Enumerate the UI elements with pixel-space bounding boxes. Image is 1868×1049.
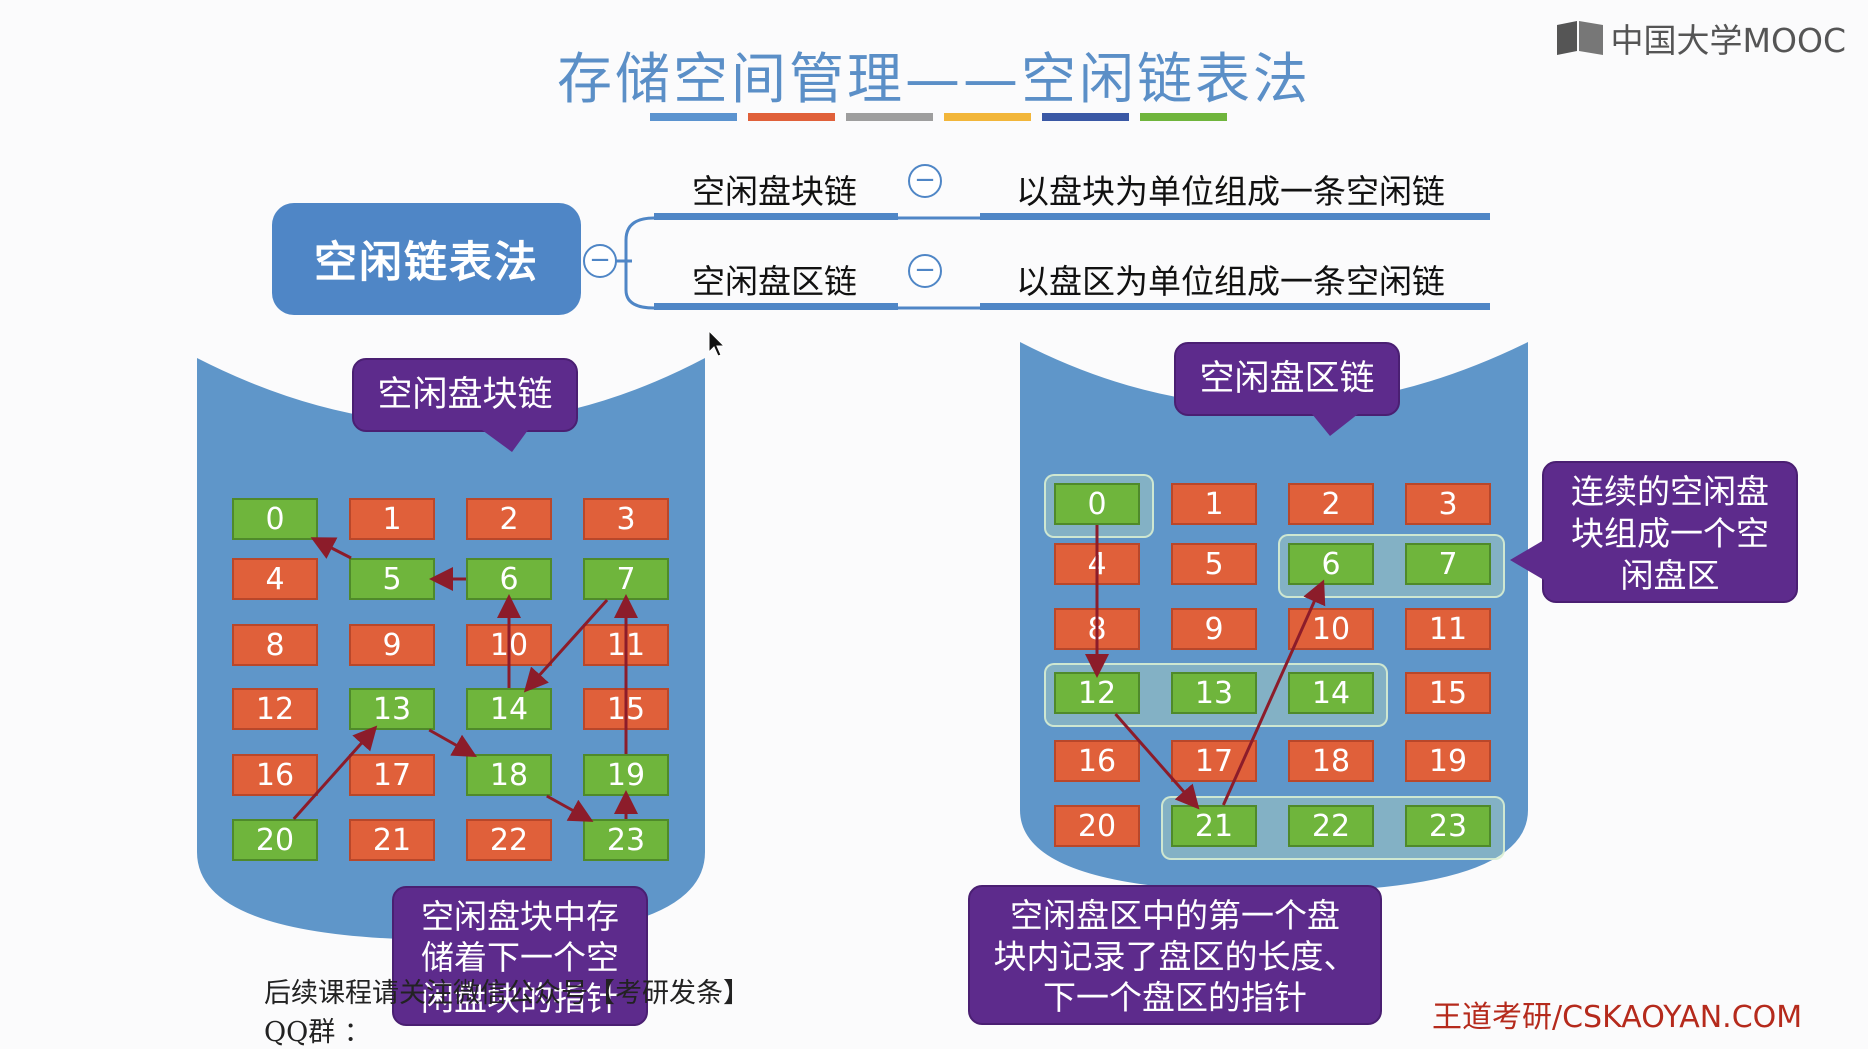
side-note-line: 闲盘区 bbox=[1620, 556, 1720, 595]
used-block-1: 1 bbox=[349, 498, 435, 540]
title-underline-bar bbox=[748, 113, 835, 121]
free-block-0: 0 bbox=[1054, 483, 1140, 525]
branch-label-block-chain[interactable]: 空闲盘块链 bbox=[692, 172, 857, 211]
branch-underline-extent-chain bbox=[654, 303, 898, 310]
used-block-5: 5 bbox=[1171, 543, 1257, 585]
used-block-11: 11 bbox=[1405, 608, 1491, 650]
logo-text: 中国大学MOOC bbox=[1610, 21, 1846, 60]
used-block-15: 15 bbox=[1405, 672, 1491, 714]
used-block-2: 2 bbox=[1288, 483, 1374, 525]
free-block-12: 12 bbox=[1054, 672, 1140, 714]
free-block-13: 13 bbox=[1171, 672, 1257, 714]
collapse-extent-chain-icon[interactable]: − bbox=[908, 254, 942, 288]
used-block-3: 3 bbox=[583, 498, 669, 540]
side-note-line: 块组成一个空 bbox=[1571, 514, 1769, 553]
used-block-19: 19 bbox=[1405, 740, 1491, 782]
free-block-7: 7 bbox=[583, 558, 669, 600]
free-block-6: 6 bbox=[1288, 543, 1374, 585]
used-block-8: 8 bbox=[232, 624, 318, 666]
mindmap-connectors bbox=[615, 216, 980, 310]
collapse-root-icon[interactable]: − bbox=[583, 244, 617, 278]
used-block-17: 17 bbox=[349, 754, 435, 796]
used-block-9: 9 bbox=[1171, 608, 1257, 650]
free-block-13: 13 bbox=[349, 688, 435, 730]
left-disk-note-callout: 空闲盘块中存 储着下一个空 闲盘块的指针 bbox=[392, 886, 648, 1026]
right-disk-heading-callout: 空闲盘区链 bbox=[1174, 342, 1400, 416]
right-note-line: 下一个盘区的指针 bbox=[1043, 978, 1307, 1017]
branch-desc-extent-chain: 以盘区为单位组成一条空闲链 bbox=[1016, 262, 1445, 301]
free-block-6: 6 bbox=[466, 558, 552, 600]
title-underline-bar bbox=[1140, 113, 1227, 121]
used-block-15: 15 bbox=[583, 688, 669, 730]
used-block-12: 12 bbox=[232, 688, 318, 730]
used-block-17: 17 bbox=[1171, 740, 1257, 782]
right-disk-note-callout: 空闲盘区中的第一个盘 块内记录了盘区的长度、 下一个盘区的指针 bbox=[968, 885, 1382, 1025]
used-block-16: 16 bbox=[232, 754, 318, 796]
used-block-22: 22 bbox=[466, 819, 552, 861]
free-block-23: 23 bbox=[583, 819, 669, 861]
collapse-block-chain-icon[interactable]: − bbox=[908, 164, 942, 198]
free-block-23: 23 bbox=[1405, 805, 1491, 847]
used-block-10: 10 bbox=[466, 624, 552, 666]
right-note-line: 空闲盘区中的第一个盘 bbox=[1010, 896, 1340, 935]
right-heading-callout-tail bbox=[1312, 414, 1358, 436]
side-note-callout-tail bbox=[1510, 540, 1544, 580]
free-block-5: 5 bbox=[349, 558, 435, 600]
right-side-note-callout: 连续的空闲盘 块组成一个空 闲盘区 bbox=[1542, 461, 1798, 603]
desc-underline-extent-chain bbox=[980, 303, 1490, 310]
left-note-line: 闲盘块的指针 bbox=[421, 979, 619, 1018]
used-block-4: 4 bbox=[1054, 543, 1140, 585]
free-block-0: 0 bbox=[232, 498, 318, 540]
used-block-9: 9 bbox=[349, 624, 435, 666]
free-block-14: 14 bbox=[466, 688, 552, 730]
branch-label-extent-chain[interactable]: 空闲盘区链 bbox=[692, 262, 857, 301]
footer-line: QQ群 ： bbox=[264, 1017, 371, 1048]
free-block-19: 19 bbox=[583, 754, 669, 796]
used-block-11: 11 bbox=[583, 624, 669, 666]
slide-title: 存储空间管理——空闲链表法 bbox=[556, 47, 1311, 111]
used-block-16: 16 bbox=[1054, 740, 1140, 782]
free-block-22: 22 bbox=[1288, 805, 1374, 847]
used-block-18: 18 bbox=[1288, 740, 1374, 782]
desc-underline-block-chain bbox=[980, 213, 1490, 220]
used-block-1: 1 bbox=[1171, 483, 1257, 525]
used-block-10: 10 bbox=[1288, 608, 1374, 650]
used-block-2: 2 bbox=[466, 498, 552, 540]
used-block-8: 8 bbox=[1054, 608, 1140, 650]
used-block-21: 21 bbox=[349, 819, 435, 861]
title-underline-bar bbox=[944, 113, 1031, 121]
left-heading-callout-tail bbox=[482, 430, 528, 452]
side-note-line: 连续的空闲盘 bbox=[1571, 472, 1769, 511]
left-note-line: 空闲盘块中存 bbox=[421, 897, 619, 936]
right-disk-cylinder bbox=[1020, 342, 1528, 892]
footer-line: 后续课程请关注微信公众号【考研发条】 bbox=[264, 978, 750, 1009]
branch-underline-block-chain bbox=[654, 213, 898, 220]
left-note-line: 储着下一个空 bbox=[421, 938, 619, 977]
footer-wechat-notice: 后续课程请关注微信公众号【考研发条】 QQ群 ： bbox=[264, 971, 750, 1049]
free-block-20: 20 bbox=[232, 819, 318, 861]
right-note-line: 块内记录了盘区的长度、 bbox=[993, 937, 1357, 976]
used-block-20: 20 bbox=[1054, 805, 1140, 847]
title-underline-bar bbox=[650, 113, 737, 121]
left-disk-heading-callout: 空闲盘块链 bbox=[352, 358, 578, 432]
free-block-7: 7 bbox=[1405, 543, 1491, 585]
mooc-logo: 中国大学MOOC bbox=[1555, 14, 1846, 62]
mindmap-root-node[interactable]: 空闲链表法 bbox=[272, 203, 581, 315]
used-block-4: 4 bbox=[232, 558, 318, 600]
mouse-cursor-icon bbox=[708, 329, 726, 357]
title-underline-bar bbox=[1042, 113, 1129, 121]
title-underline-bar bbox=[846, 113, 933, 121]
used-block-3: 3 bbox=[1405, 483, 1491, 525]
mooc-book-icon bbox=[1556, 21, 1603, 55]
footer-brand: 王道考研/CSKAOYAN.COM bbox=[1432, 1000, 1803, 1035]
free-block-14: 14 bbox=[1288, 672, 1374, 714]
free-block-21: 21 bbox=[1171, 805, 1257, 847]
free-block-18: 18 bbox=[466, 754, 552, 796]
branch-desc-block-chain: 以盘块为单位组成一条空闲链 bbox=[1016, 172, 1445, 211]
